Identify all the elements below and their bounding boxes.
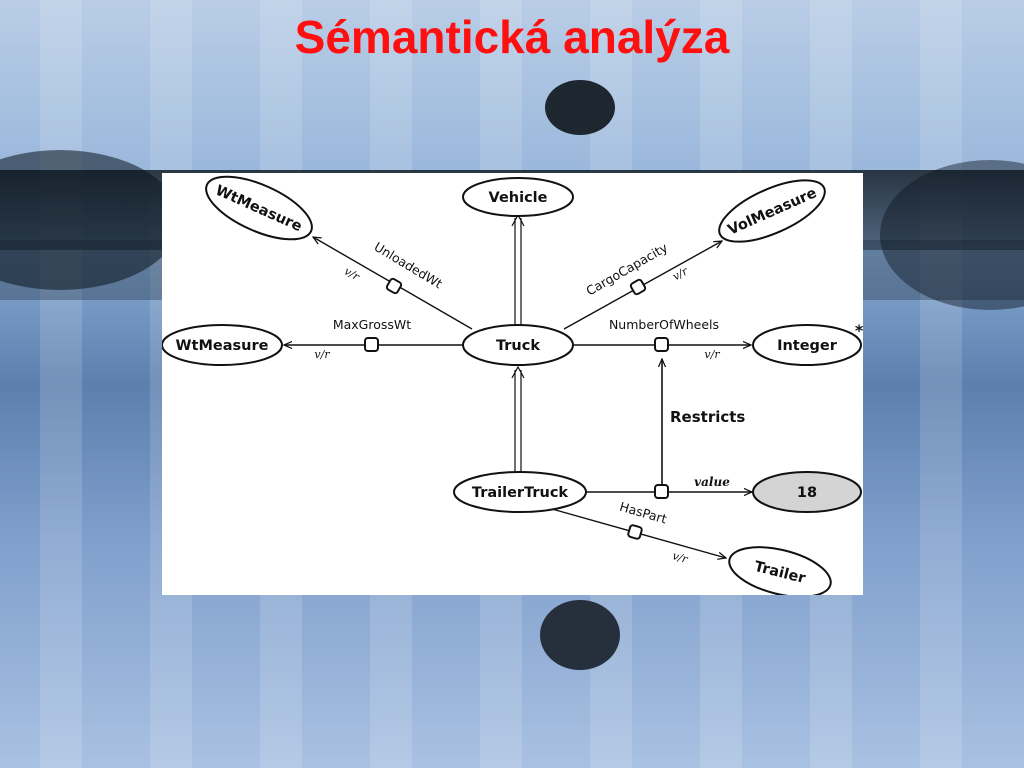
box-unloadedwt <box>385 277 403 295</box>
vr-maxgrosswt: v/r <box>314 348 330 361</box>
nodes <box>162 175 862 595</box>
marks: v/r v/r v/r v/r v/r * <box>314 264 863 566</box>
node-wtmeasure-top <box>205 175 313 241</box>
label-value-18: 18 <box>797 485 817 501</box>
label-trailertruck: TrailerTruck <box>472 485 569 501</box>
label-cargocapacity: CargoCapacity <box>583 239 670 298</box>
box-cargocapacity <box>629 278 647 296</box>
vr-cargocapacity: v/r <box>670 264 690 283</box>
node-vehicle <box>462 177 574 217</box>
label-integer: Integer <box>777 338 838 354</box>
node-volmeasure <box>718 179 826 243</box>
asterisk-mark: * <box>855 321 863 340</box>
node-trailertruck <box>453 471 587 513</box>
diagram-canvas: Vehicle Truck WtMeasure VolMeasure WtMea… <box>162 175 863 595</box>
label-unloadedwt: UnloadedWt <box>372 239 446 291</box>
label-vehicle: Vehicle <box>489 190 548 206</box>
label-haspart: HasPart <box>618 499 669 527</box>
node-trailer <box>728 546 832 595</box>
box-value <box>654 484 669 499</box>
node-value-18 <box>752 471 862 513</box>
node-integer <box>752 324 862 366</box>
label-maxgrosswt: MaxGrossWt <box>333 317 411 332</box>
label-numberofwheels: NumberOfWheels <box>609 317 719 332</box>
relation-boxes <box>364 277 669 540</box>
box-numberofwheels <box>654 337 669 352</box>
vr-unloadedwt: v/r <box>342 265 362 284</box>
label-truck: Truck <box>496 338 540 354</box>
label-value: value <box>694 475 730 489</box>
label-wtmeasure-left: WtMeasure <box>176 338 269 354</box>
node-labels: Vehicle Truck WtMeasure VolMeasure WtMea… <box>176 183 838 588</box>
box-haspart <box>627 524 643 540</box>
vr-numberofwheels: v/r <box>704 348 720 361</box>
node-wtmeasure-left <box>162 324 283 366</box>
vr-haspart: v/r <box>671 549 690 566</box>
conceptual-graph-diagram: Vehicle Truck WtMeasure VolMeasure WtMea… <box>162 173 863 595</box>
label-restricts: Restricts <box>670 408 745 426</box>
node-truck <box>462 324 574 366</box>
slide-title: Sémantická analýza <box>294 11 730 63</box>
edge-trailertruck-truck-arrow <box>511 365 525 379</box>
box-maxgrosswt <box>364 337 379 352</box>
